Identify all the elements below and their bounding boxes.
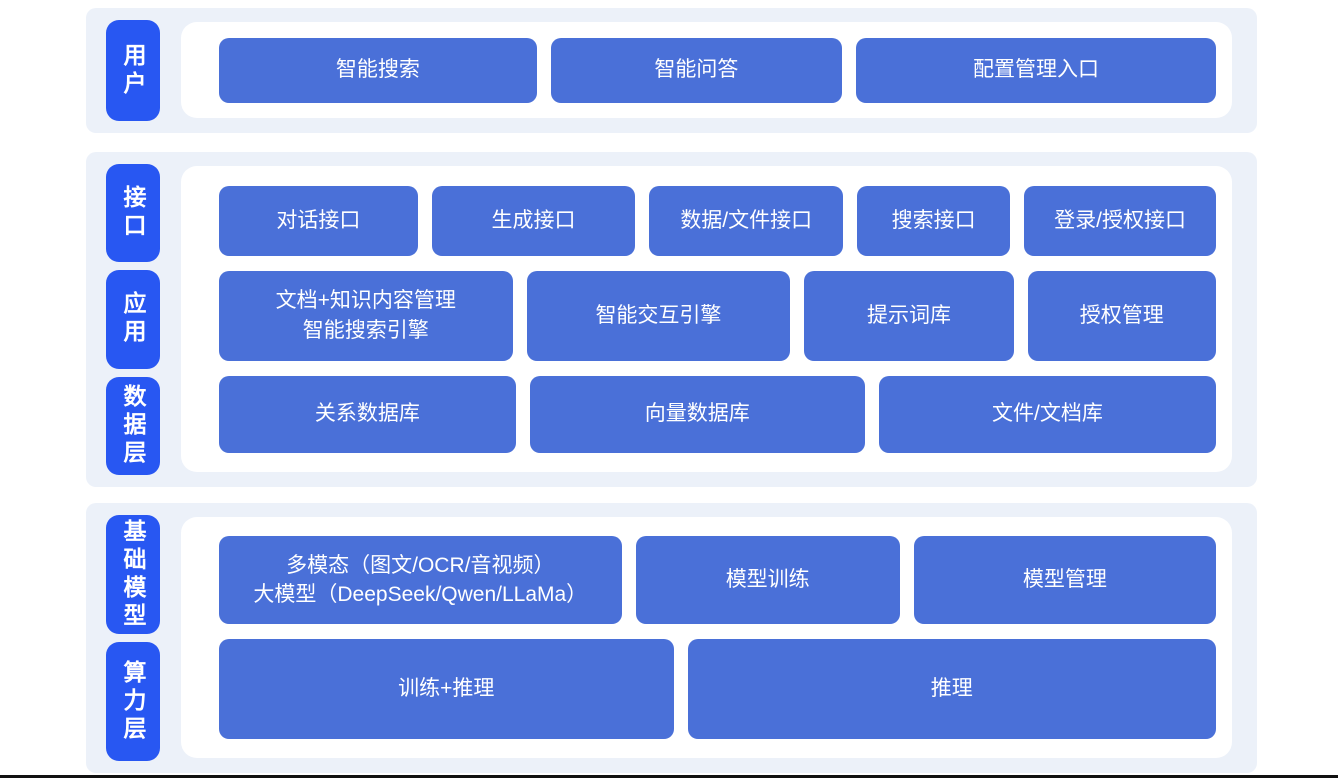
box-prompt-library: 提示词库	[804, 270, 1014, 361]
tag-column-user: 用户	[106, 20, 160, 121]
box-interaction-engine: 智能交互引擎	[526, 270, 791, 361]
box-vector-db: 向量数据库	[529, 375, 865, 453]
tag-application: 应用	[106, 270, 160, 369]
box-relational-db: 关系数据库	[219, 375, 516, 453]
box-line: 大模型（DeepSeek/Qwen/LLaMa）	[253, 583, 588, 606]
box-dialog-api: 对话接口	[219, 185, 418, 256]
panel-user: 智能搜索 智能问答 配置管理入口	[181, 22, 1232, 118]
box-smart-qa: 智能问答	[550, 37, 842, 103]
row-interfaces: 对话接口 生成接口 数据/文件接口 搜索接口 登录/授权接口	[219, 185, 1216, 256]
tag-column-bottom: 基础模型 算力层	[106, 515, 160, 761]
box-login-auth-api: 登录/授权接口	[1024, 185, 1216, 256]
box-auth-management: 授权管理	[1027, 270, 1217, 361]
box-line: 文档+知识内容管理	[275, 289, 456, 313]
row-applications: 文档+知识内容管理 智能搜索引擎 智能交互引擎 提示词库 授权管理	[219, 270, 1217, 361]
diagram-content: 用户 智能搜索 智能问答 配置管理入口 接口 应用 数据层 对话接口 生成接口	[86, 8, 1257, 773]
box-inference: 推理	[687, 639, 1216, 739]
box-model-management: 模型管理	[913, 536, 1216, 624]
tag-column-middle: 接口 应用 数据层	[106, 164, 160, 475]
box-smart-search: 智能搜索	[219, 37, 537, 103]
row-models: 多模态（图文/OCR/音视频） 大模型（DeepSeek/Qwen/LLaMa）…	[219, 536, 1216, 624]
row-user: 智能搜索 智能问答 配置管理入口	[219, 37, 1216, 103]
layer-band-user: 用户 智能搜索 智能问答 配置管理入口	[86, 8, 1257, 133]
tag-user: 用户	[106, 20, 160, 121]
box-line: 智能搜索引擎	[302, 318, 429, 342]
row-compute: 训练+推理 推理	[219, 639, 1216, 739]
box-file-doc-store: 文件/文档库	[878, 375, 1216, 453]
box-model-training: 模型训练	[635, 536, 900, 624]
box-doc-knowledge-search-engine: 文档+知识内容管理 智能搜索引擎	[219, 270, 513, 361]
box-line: 多模态（图文/OCR/音视频）	[286, 553, 555, 577]
bottom-rule	[0, 775, 1338, 778]
box-multimodal-llm: 多模态（图文/OCR/音视频） 大模型（DeepSeek/Qwen/LLaMa）	[219, 536, 622, 624]
box-config-management-entry: 配置管理入口	[855, 37, 1216, 103]
tag-compute-layer: 算力层	[106, 642, 160, 761]
box-search-api: 搜索接口	[857, 185, 1011, 256]
panel-bottom: 多模态（图文/OCR/音视频） 大模型（DeepSeek/Qwen/LLaMa）…	[181, 517, 1232, 758]
box-training-inference: 训练+推理	[219, 639, 674, 739]
box-generation-api: 生成接口	[431, 185, 636, 256]
layer-band-bottom: 基础模型 算力层 多模态（图文/OCR/音视频） 大模型（DeepSeek/Qw…	[86, 503, 1257, 773]
tag-foundation-model: 基础模型	[106, 515, 160, 634]
box-data-file-api: 数据/文件接口	[649, 185, 844, 256]
row-data-stores: 关系数据库 向量数据库 文件/文档库	[219, 375, 1216, 453]
tag-data-layer: 数据层	[106, 376, 160, 475]
layer-band-middle: 接口 应用 数据层 对话接口 生成接口 数据/文件接口 搜索接口 登录/授权接口…	[86, 152, 1257, 487]
panel-middle: 对话接口 生成接口 数据/文件接口 搜索接口 登录/授权接口 文档+知识内容管理…	[181, 166, 1232, 472]
tag-interface: 接口	[106, 164, 160, 263]
